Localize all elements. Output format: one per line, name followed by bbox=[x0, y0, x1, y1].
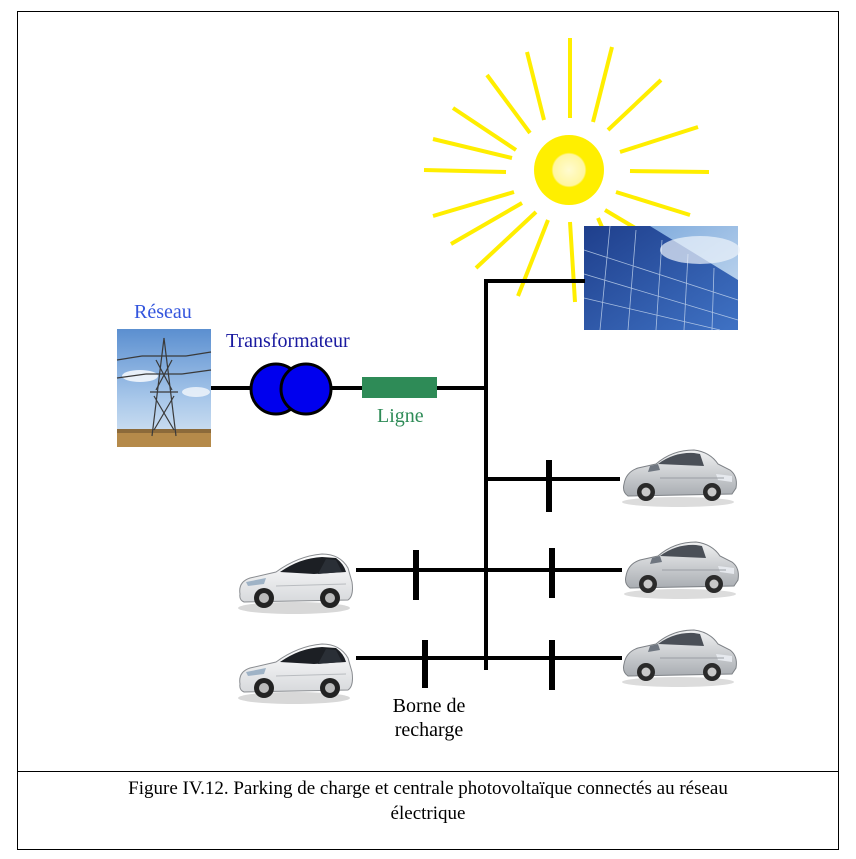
figure-caption: Figure IV.12. Parking de charge et centr… bbox=[40, 776, 816, 826]
caption-line1: Figure IV.12. Parking de charge et centr… bbox=[128, 778, 728, 799]
sun-icon bbox=[423, 38, 710, 303]
pylon-icon bbox=[116, 329, 212, 447]
car-icon bbox=[621, 449, 737, 508]
car-icon bbox=[621, 629, 737, 688]
borne-label-line2: recharge bbox=[394, 719, 464, 741]
ligne-segment bbox=[362, 377, 437, 398]
grid-wiring bbox=[211, 279, 622, 670]
borne-label-line1: Borne de bbox=[392, 695, 466, 717]
borne-de-recharge-label: Borne de recharge bbox=[378, 694, 480, 742]
car-icon bbox=[237, 643, 353, 705]
ligne-label: Ligne bbox=[377, 405, 424, 427]
solar-panel-icon bbox=[583, 225, 740, 331]
transformateur-label: Transformateur bbox=[226, 330, 350, 352]
charging-stations bbox=[413, 460, 555, 690]
transformer-icon bbox=[249, 362, 333, 416]
figure-frame bbox=[17, 11, 839, 850]
caption-line2: électrique bbox=[390, 803, 466, 824]
car-icon bbox=[237, 553, 353, 615]
car-icon bbox=[623, 541, 739, 600]
reseau-label: Réseau bbox=[134, 301, 192, 323]
caption-divider bbox=[17, 771, 839, 772]
